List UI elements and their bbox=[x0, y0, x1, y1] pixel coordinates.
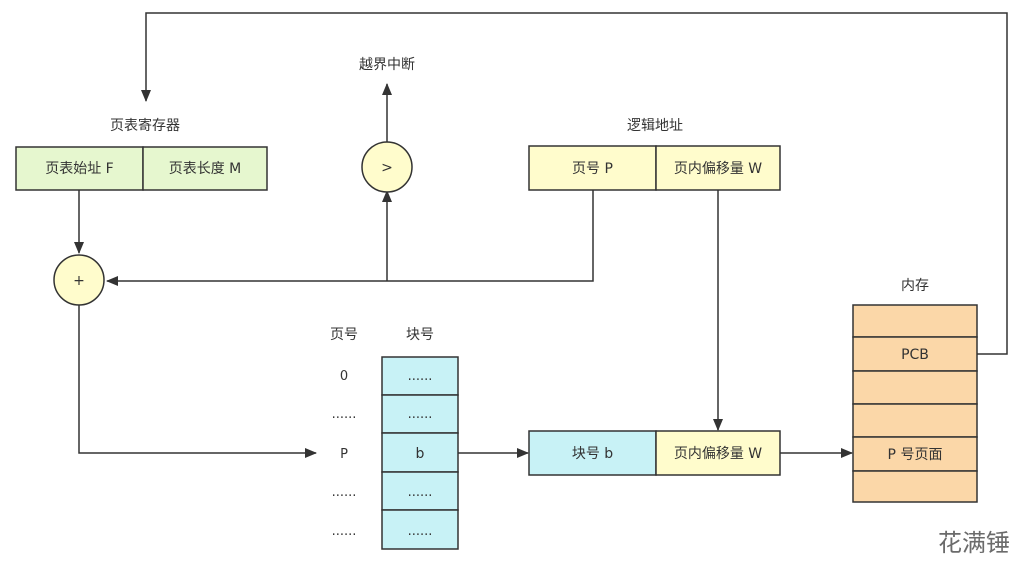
block-number: ...... bbox=[408, 524, 433, 539]
out-of-bounds-interrupt-label: 越界中断 bbox=[359, 57, 415, 73]
memory-block bbox=[852, 304, 978, 338]
page-table-row bbox=[381, 471, 459, 511]
block-number: b bbox=[416, 446, 425, 462]
logical-address-title: 逻辑地址 bbox=[627, 118, 683, 134]
page-number-cell bbox=[528, 145, 657, 191]
physical-block-cell bbox=[528, 430, 657, 476]
physical-offset-cell bbox=[655, 430, 781, 476]
memory-block bbox=[852, 470, 978, 503]
page-table-register-title: 页表寄存器 bbox=[110, 117, 180, 134]
offset-label: 页内偏移量 W bbox=[674, 161, 762, 177]
memory-block bbox=[852, 403, 978, 438]
page-index: ...... bbox=[332, 407, 357, 422]
page-table-row bbox=[381, 432, 459, 473]
adder-symbol: + bbox=[73, 273, 85, 289]
physical-block-label: 块号 b bbox=[572, 446, 613, 462]
physical-offset-label: 页内偏移量 W bbox=[674, 446, 762, 462]
adder: + bbox=[53, 254, 105, 306]
length-cell bbox=[142, 146, 268, 191]
physical-address: 块号 b 页内偏移量 W bbox=[528, 430, 781, 476]
page-number-header: 页号 bbox=[330, 327, 358, 343]
offset-cell bbox=[655, 145, 781, 191]
page-table-row bbox=[381, 509, 459, 550]
start-address-label: 页表始址 F bbox=[45, 161, 114, 177]
logical-address: 逻辑地址 页号 P 页内偏移量 W bbox=[528, 118, 781, 191]
connectors bbox=[74, 12, 1008, 458]
page-table-row bbox=[381, 394, 459, 434]
comparator: 越界中断 > bbox=[359, 57, 415, 193]
block-number-header: 块号 bbox=[406, 327, 434, 343]
page-p-label: P 号页面 bbox=[888, 447, 943, 463]
block-number: ...... bbox=[408, 485, 433, 500]
watermark: 花满锤 bbox=[938, 529, 1010, 557]
pcb-to-register-arrow bbox=[141, 12, 1008, 355]
page-table-register: 页表寄存器 页表始址 F 页表长度 M bbox=[15, 117, 268, 191]
memory-title: 内存 bbox=[901, 278, 929, 294]
block-number: ...... bbox=[408, 369, 433, 384]
page-index: P bbox=[340, 447, 348, 462]
comparator-symbol: > bbox=[381, 160, 393, 176]
page-table: 页号 块号 0 ...... P ...... ...... ...... ..… bbox=[330, 327, 459, 550]
memory-block bbox=[852, 336, 978, 372]
page-number-label: 页号 P bbox=[572, 161, 613, 177]
page-table-row bbox=[381, 356, 459, 396]
page-number-to-adder-arrow bbox=[106, 190, 594, 286]
block-number: ...... bbox=[408, 407, 433, 422]
memory: 内存 PCB P 号页面 bbox=[852, 278, 978, 503]
comparator-circle bbox=[361, 141, 413, 193]
pcb-label: PCB bbox=[901, 347, 929, 363]
memory-block bbox=[852, 436, 978, 472]
adder-circle bbox=[53, 254, 105, 306]
page-index: ...... bbox=[332, 524, 357, 539]
memory-block bbox=[852, 370, 978, 405]
adder-to-page-table-arrow bbox=[78, 305, 317, 458]
page-index: 0 bbox=[340, 369, 348, 384]
page-index: ...... bbox=[332, 485, 357, 500]
length-label: 页表长度 M bbox=[169, 161, 242, 177]
